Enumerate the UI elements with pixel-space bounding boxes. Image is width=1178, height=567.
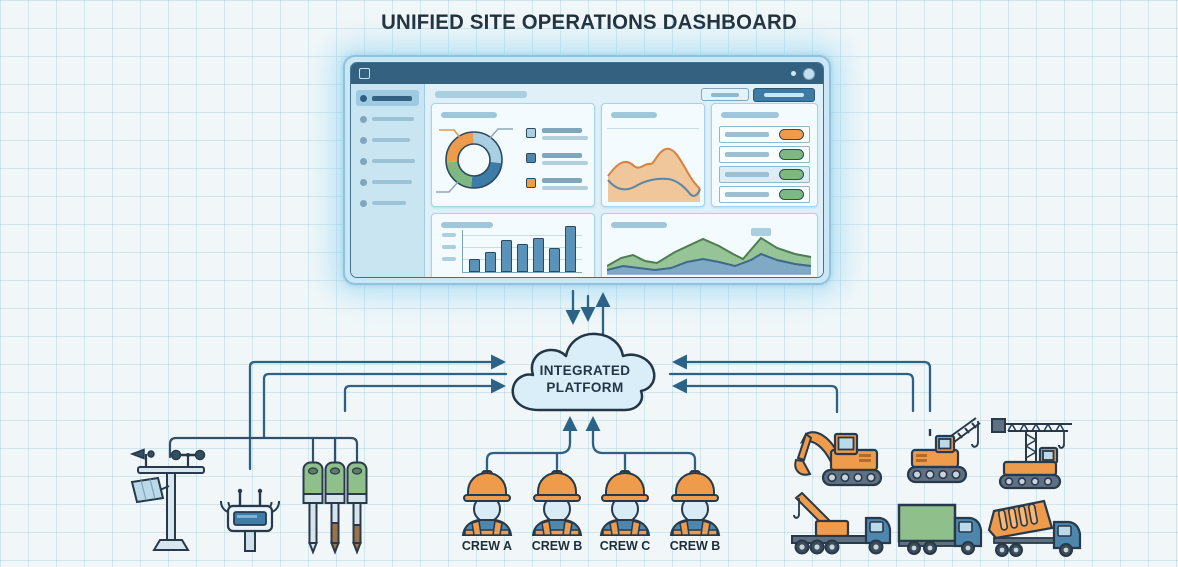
sensor-to-cloud-line bbox=[248, 354, 506, 471]
crew-member: CREW B bbox=[517, 469, 597, 553]
bar-chart-panel bbox=[431, 213, 595, 277]
construction-worker-icon bbox=[599, 470, 651, 536]
chart-legend bbox=[526, 128, 590, 203]
bar bbox=[501, 239, 512, 272]
crew-label: CREW C bbox=[599, 538, 651, 553]
trend-chart-panel bbox=[601, 103, 705, 207]
bar bbox=[485, 251, 496, 272]
soil-sensor-icon bbox=[302, 461, 324, 555]
stacked-area-chart bbox=[607, 228, 812, 275]
bar bbox=[565, 225, 576, 272]
notification-dot-icon bbox=[791, 71, 796, 76]
sidebar-icon bbox=[360, 94, 367, 102]
status-badge bbox=[779, 129, 804, 140]
bar bbox=[549, 247, 560, 272]
dashboard-app bbox=[350, 62, 824, 278]
sensor-to-cloud-line bbox=[262, 372, 508, 440]
sensor-to-cloud-line bbox=[343, 378, 506, 413]
dashboard-main bbox=[425, 84, 823, 277]
status-row bbox=[719, 166, 810, 183]
legend-item bbox=[526, 178, 590, 190]
crew-label: CREW A bbox=[461, 538, 513, 553]
sidebar-item bbox=[356, 174, 419, 190]
sidebar-icon bbox=[360, 178, 367, 186]
segment-darkblue bbox=[446, 132, 502, 188]
crew-label: CREW B bbox=[531, 538, 583, 553]
donut-chart bbox=[436, 128, 513, 193]
sidebar-icon bbox=[360, 115, 367, 123]
construction-worker-icon bbox=[531, 470, 583, 536]
dashboard-window bbox=[343, 55, 831, 285]
dashboard-sidebar bbox=[351, 84, 425, 277]
crew-label: CREW B bbox=[669, 538, 721, 553]
integrated-platform-cloud: INTEGRATED PLATFORM bbox=[505, 326, 671, 418]
legend-item bbox=[526, 128, 590, 140]
sidebar-item bbox=[356, 153, 419, 169]
crew-to-cloud-line bbox=[485, 416, 578, 471]
sidebar-icon bbox=[360, 136, 367, 144]
dashboard-titlebar bbox=[351, 63, 823, 84]
dump-truck-icon bbox=[987, 499, 1082, 557]
bar bbox=[533, 237, 544, 272]
diagram-title: UNIFIED SITE OPERATIONS DASHBOARD bbox=[381, 11, 797, 34]
sidebar-item-active bbox=[356, 90, 419, 106]
page-title-placeholder bbox=[435, 91, 527, 98]
bar bbox=[469, 258, 480, 272]
crew-member: CREW A bbox=[447, 469, 527, 553]
crew-member: CREW B bbox=[655, 469, 735, 553]
cloud-label-line2: PLATFORM bbox=[546, 380, 623, 395]
donut-chart-panel bbox=[431, 103, 595, 207]
cloud-label-line1: INTEGRATED bbox=[540, 363, 631, 378]
crew-member: CREW C bbox=[585, 469, 665, 553]
status-row bbox=[719, 146, 810, 163]
bar-chart-bars bbox=[469, 225, 576, 272]
tower-crane-icon bbox=[991, 418, 1072, 490]
truck-crane-icon bbox=[791, 492, 892, 555]
equipment-to-cloud-line bbox=[672, 378, 839, 414]
chart-annotation-badge bbox=[751, 228, 771, 236]
soil-sensor-icon bbox=[346, 461, 368, 555]
status-badge bbox=[779, 189, 804, 200]
status-list-panel bbox=[711, 103, 818, 207]
status-row bbox=[719, 126, 810, 143]
bar bbox=[517, 243, 528, 272]
primary-button bbox=[753, 88, 815, 102]
sidebar-item bbox=[356, 132, 419, 148]
area-chart bbox=[607, 147, 701, 202]
cloud-icon: INTEGRATED PLATFORM bbox=[511, 332, 656, 412]
secondary-button bbox=[701, 88, 749, 101]
soil-sensor-icon bbox=[324, 461, 346, 555]
iot-gateway-icon bbox=[219, 488, 281, 552]
crawler-crane-icon bbox=[906, 417, 981, 484]
construction-worker-icon bbox=[669, 470, 721, 536]
sidebar-item bbox=[356, 111, 419, 127]
equipment-to-cloud-line bbox=[668, 372, 915, 413]
app-logo-icon bbox=[359, 68, 370, 79]
legend-item bbox=[526, 153, 590, 165]
equipment-to-cloud-line bbox=[672, 354, 932, 413]
status-badge bbox=[779, 169, 804, 180]
sidebar-item bbox=[356, 195, 419, 211]
excavator-icon bbox=[794, 431, 883, 487]
weather-station-icon bbox=[129, 448, 206, 551]
stacked-area-panel bbox=[601, 213, 818, 277]
crew-to-cloud-line bbox=[585, 416, 697, 471]
status-row bbox=[719, 186, 810, 203]
avatar-icon bbox=[803, 67, 815, 80]
segment-orange bbox=[446, 132, 502, 188]
sidebar-icon bbox=[360, 199, 367, 207]
sidebar-icon bbox=[360, 157, 367, 165]
box-truck-icon bbox=[897, 503, 983, 555]
status-badge bbox=[779, 149, 804, 160]
construction-worker-icon bbox=[461, 470, 513, 536]
